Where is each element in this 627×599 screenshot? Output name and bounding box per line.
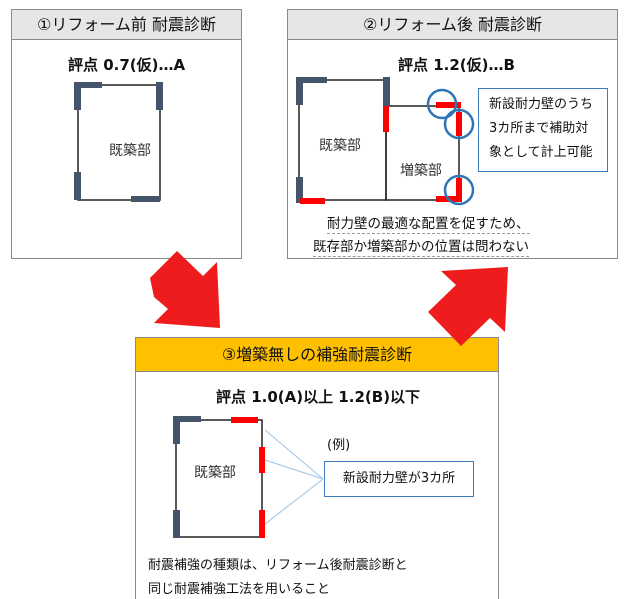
new-wall-marker — [259, 510, 265, 538]
existing-wall-marker — [74, 172, 81, 200]
existing-wall-marker — [296, 177, 303, 203]
panel-reinforcement-without-extension: ③増築無しの補強耐震診断 評点 1.0(A)以上 1.2(B)以下 既築部 (例… — [135, 337, 499, 599]
highlight-circle — [443, 108, 475, 140]
panel-after-reform-caption-2: 既存部か増築部かの位置は問わない — [313, 239, 529, 257]
subsidy-note-line: 象として計上可能 — [489, 145, 593, 160]
extension-plan-outline — [385, 105, 460, 201]
panel-before-reform: ①リフォーム前 耐震診断 評点 0.7(仮)…A 既築部 — [11, 9, 242, 259]
panel-reinforcement-score: 評点 1.0(A)以上 1.2(B)以下 — [216, 388, 421, 406]
existing-plan-outline — [298, 79, 387, 201]
arrow-down-right — [150, 251, 220, 328]
callout-leader-line — [264, 459, 324, 480]
new-wall-marker — [259, 447, 265, 473]
panel-after-reform-caption-1: 耐力壁の最適な配置を促すため、 — [327, 216, 530, 234]
highlight-circle — [426, 88, 458, 120]
panel-before-reform-room-label: 既築部 — [109, 143, 151, 159]
existing-wall-marker — [74, 82, 81, 110]
existing-wall-marker — [383, 77, 390, 106]
existing-wall-marker — [74, 82, 102, 88]
panel-after-reform: ②リフォーム後 耐震診断 評点 1.2(仮)…B 既築部 増築部 新設耐力壁のう… — [287, 9, 618, 259]
new-walls-callout-text: 新設耐力壁が3カ所 — [342, 471, 456, 486]
new-wall-marker — [231, 417, 258, 423]
panel-reinforcement-header: ③増築無しの補強耐震診断 — [136, 338, 498, 372]
panel-after-reform-existing-label: 既築部 — [319, 138, 361, 154]
existing-wall-marker — [296, 77, 303, 105]
plan-outline — [175, 419, 263, 538]
reinforcement-footer-1: 耐震補強の種類は、リフォーム後耐震診断と — [148, 558, 408, 573]
arrow-up-right — [428, 267, 508, 346]
panel-before-reform-score: 評点 0.7(仮)…A — [68, 56, 186, 74]
subsidy-note-line: 3カ所まで補助対 — [489, 121, 589, 136]
existing-wall-marker — [173, 510, 180, 538]
new-wall-marker — [456, 112, 462, 136]
floor-plan-before — [74, 82, 163, 202]
plan-outline — [77, 84, 161, 201]
existing-wall-marker — [296, 77, 327, 83]
new-wall-marker — [436, 102, 461, 108]
subsidy-note-line: 新設耐力壁のうち — [489, 97, 594, 112]
reinforcement-footer-2: 同じ耐震補強工法を用いること — [148, 582, 331, 597]
panel-after-reform-header: ②リフォーム後 耐震診断 — [288, 10, 617, 40]
subsidy-note-box: 新設耐力壁のうち 3カ所まで補助対 象として計上可能 — [478, 88, 608, 172]
new-wall-marker — [300, 198, 325, 204]
existing-wall-marker — [156, 82, 163, 110]
panel-before-reform-header: ①リフォーム前 耐震診断 — [12, 10, 241, 40]
new-wall-marker — [456, 178, 462, 202]
existing-wall-marker — [173, 416, 180, 444]
new-wall-marker — [383, 106, 389, 132]
panel-after-reform-score: 評点 1.2(仮)…B — [398, 56, 515, 74]
example-label: (例) — [327, 438, 351, 453]
panel-reinforcement-room-label: 既築部 — [194, 465, 236, 481]
floor-plan-reinforcement — [173, 416, 324, 538]
highlight-circle — [443, 174, 475, 206]
existing-wall-marker — [131, 196, 160, 202]
callout-leader-line — [264, 429, 324, 480]
floor-plan-after — [296, 77, 475, 206]
existing-wall-marker — [173, 416, 201, 422]
new-walls-callout: 新設耐力壁が3カ所 — [324, 461, 474, 497]
callout-leader-line — [264, 478, 324, 525]
panel-after-reform-extension-label: 増築部 — [400, 163, 442, 179]
